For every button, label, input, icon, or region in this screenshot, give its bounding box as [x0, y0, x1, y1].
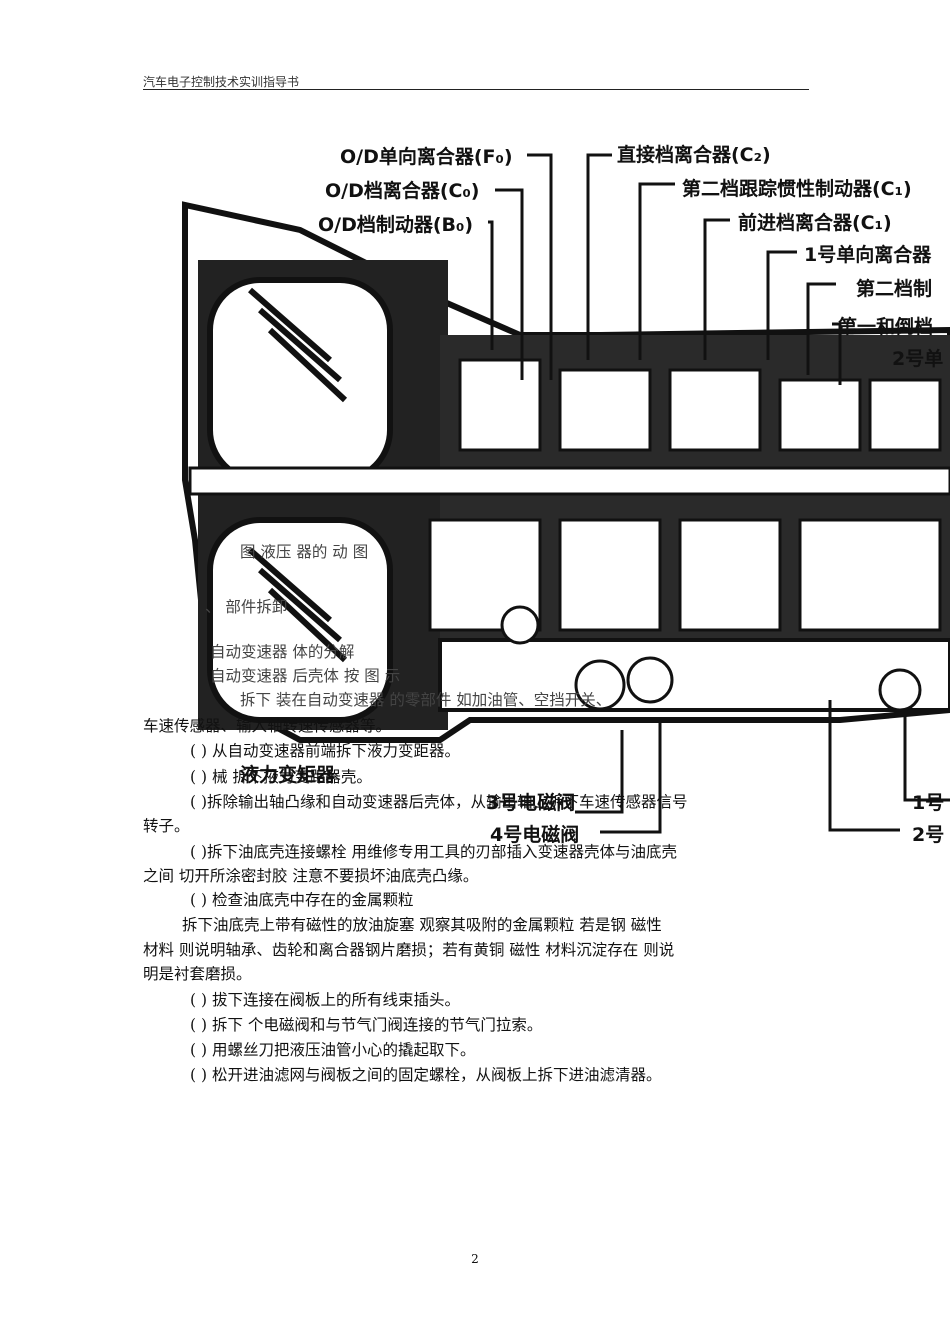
step-item: ( ) 从自动变速器前端拆下液力变距器。 [190, 742, 460, 760]
paragraph-line: 明是衬套磨损。 [143, 965, 252, 983]
label-second-brake: 第二档制 [856, 278, 933, 300]
label-solenoid-4: 4号电磁阀 [490, 824, 580, 846]
step-item-continued: 转子。 [143, 817, 190, 835]
body-line: 拆下 装在自动变速器 的零部件 如加油管、空挡开关、 [240, 691, 612, 709]
label-no1-one-way-clutch: 1号单向离合器 [804, 244, 932, 266]
paragraph-line: 拆下油底壳上带有磁性的放油旋塞 观察其吸附的金属颗粒 若是钢 磁性 [182, 916, 662, 934]
step-item: ( )拆下油底壳连接螺栓 用维修专用工具的刃部插入变速器壳体与油底壳 [190, 843, 677, 861]
step-item: ( ) 用螺丝刀把液压油管小心的撬起取下。 [190, 1041, 476, 1059]
label-right-2: 2号 [912, 824, 945, 846]
step-item: ( ) 检查油底壳中存在的金属颗粒 [190, 891, 414, 909]
page-number: 2 [471, 1252, 479, 1266]
body-line: 自动变速器 后壳体 按 图 示 [210, 667, 401, 685]
transmission-drawing [182, 153, 950, 834]
step-item: ( ) 拔下连接在阀板上的所有线束插头。 [190, 991, 460, 1009]
label-no2-one-way: 2号单 [892, 348, 944, 370]
figure-caption: 图 液压 器的 动 图 [240, 543, 369, 561]
body-line: 车速传感器、输入轴转速传感器等。 [143, 717, 392, 735]
transmission-diagram: O/D单向离合器(F₀) O/D档离合器(C₀) O/D档制动器(B₀) 直接档… [0, 120, 950, 846]
paragraph-line: 材料 则说明轴承、齿轮和离合器钢片磨损；若有黄铜 磁性 材料沉淀存在 则说 [143, 941, 675, 959]
label-torque-converter: 液力变矩器 [240, 760, 336, 787]
label-od-brake: O/D档制动器(B₀) [318, 214, 474, 236]
label-right-1: 1号 [912, 792, 945, 814]
label-second-coast-brake: 第二档跟踪惯性制动器(C₁) [682, 178, 912, 200]
step-item: ( ) 松开进油滤网与阀板之间的固定螺栓，从阀板上拆下进油滤清器。 [190, 1066, 662, 1084]
label-forward-clutch: 前进档离合器(C₁) [738, 212, 892, 234]
subsection-heading: 自动变速器 体的分解 [210, 643, 355, 661]
step-item-continued: 之间 切开所涂密封胶 注意不要损坏油底壳凸缘。 [143, 867, 479, 885]
label-od-one-way-clutch: O/D单向离合器(F₀) [340, 146, 513, 168]
step-item: ( ) 拆下 个电磁阀和与节气门阀连接的节气门拉索。 [190, 1016, 543, 1034]
section-heading: 、 部件拆卸 [205, 598, 288, 616]
label-direct-clutch: 直接档离合器(C₂) [617, 144, 771, 166]
step-item: ( ) 械 拆下掖力变距器壳。 [190, 768, 372, 786]
label-od-clutch: O/D档离合器(C₀) [325, 180, 480, 202]
label-solenoid-3: 3号电磁阀 [486, 788, 576, 815]
page-header: 汽车电子控制技术实训指导书 [143, 75, 300, 89]
header-rule [143, 89, 809, 90]
label-first-reverse: 第一和倒档 [838, 316, 934, 338]
step-item: ( )拆除输出轴凸缘和自动变速器后壳体，从输出轴上拆下车速传感器信号 [190, 793, 688, 811]
